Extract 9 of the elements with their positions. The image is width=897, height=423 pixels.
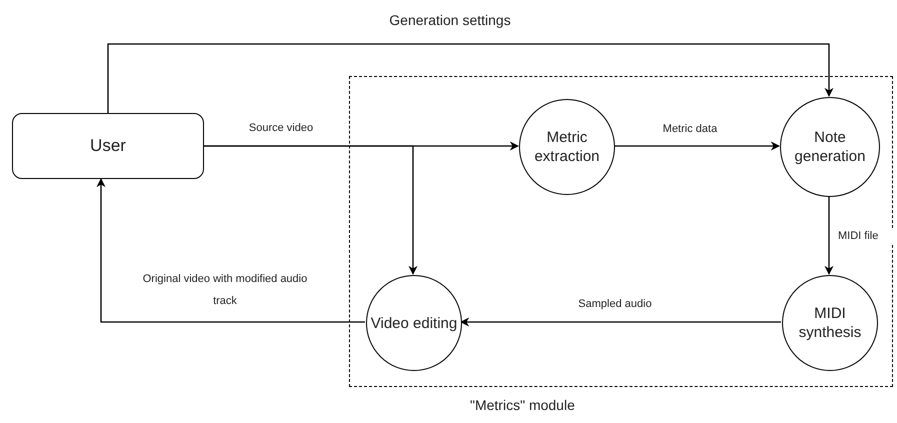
arrow [204,145,418,275]
arrow [460,317,781,327]
module-caption: "Metrics" module [470,396,575,415]
arrow [824,196,834,275]
edge-label: MIDI file [838,228,894,244]
arrow [614,141,780,151]
arrow [107,43,834,113]
entity-box: User [12,113,204,179]
arrow [96,178,365,323]
